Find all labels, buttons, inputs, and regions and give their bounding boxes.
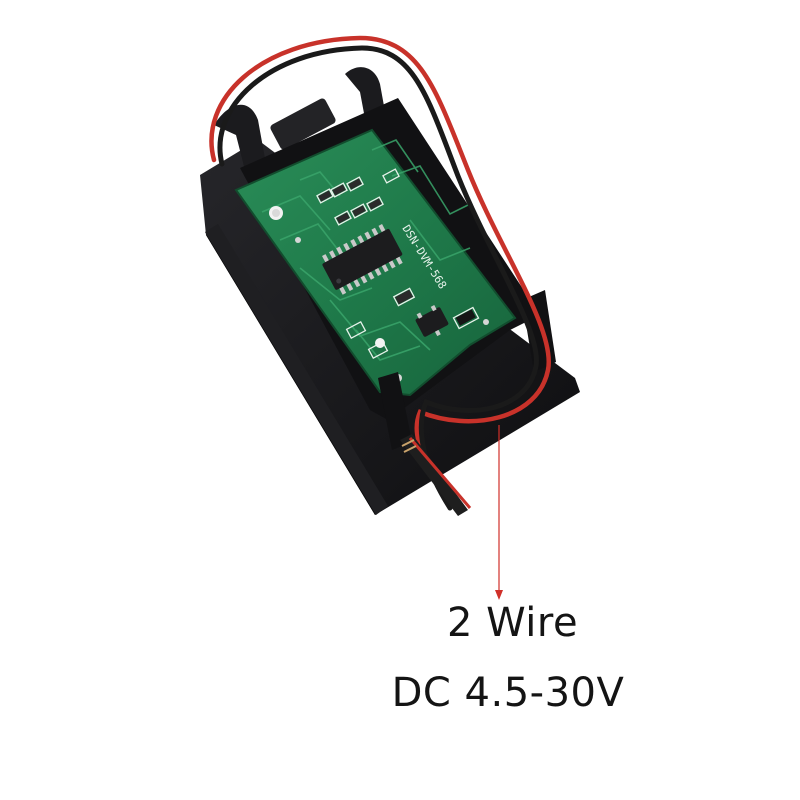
caption-voltage-range: DC 4.5-30V: [391, 670, 625, 716]
pcb-regulator-chip: [415, 304, 449, 337]
pcb-smd-components: [318, 178, 476, 326]
caption-wire-count: 2 Wire: [446, 600, 579, 646]
pcb-main-chip: [322, 224, 403, 295]
housing-clip-tab: [270, 98, 336, 150]
wire-bundle-exit: [400, 434, 468, 516]
callout-arrow-head-icon: [495, 590, 503, 600]
pcb-silkscreen-outlines: [316, 168, 480, 360]
housing-post-left: [378, 372, 412, 450]
wire-bundle-exit-red: [408, 437, 472, 509]
housing-lower-lip: [205, 224, 388, 515]
wire-black: [217, 45, 539, 511]
wire-bundle-exit-strands: [401, 439, 417, 453]
wire-red: [209, 35, 552, 509]
